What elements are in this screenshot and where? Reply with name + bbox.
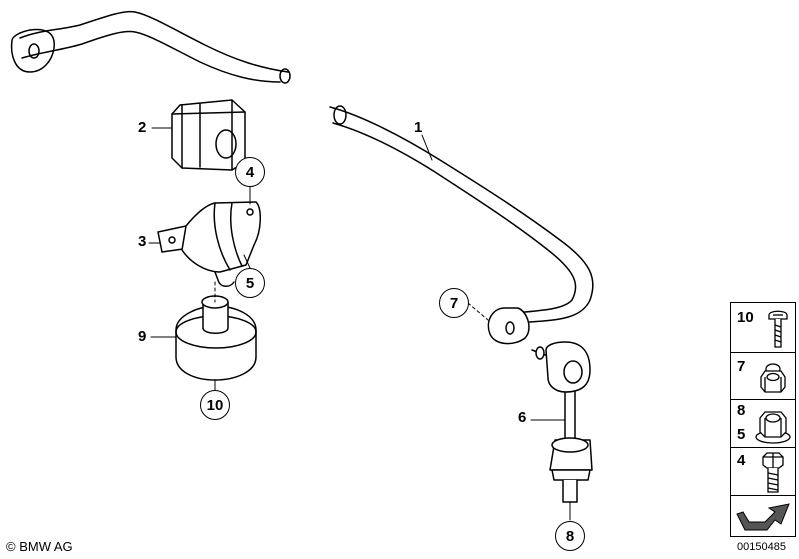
callout-4-circle[interactable]: 4 bbox=[235, 157, 265, 187]
direction-arrow-icon bbox=[736, 503, 790, 531]
callout-4: 4 bbox=[245, 163, 255, 181]
callout-7-circle[interactable]: 7 bbox=[439, 288, 469, 318]
callout-6[interactable]: 6 bbox=[518, 409, 527, 426]
legend-label-7: 7 bbox=[737, 358, 746, 375]
bolt-flanged-icon bbox=[768, 310, 788, 348]
legend-label-5: 5 bbox=[737, 426, 746, 443]
stabilizer-bracket bbox=[157, 201, 261, 287]
legend-label-8: 8 bbox=[737, 402, 746, 419]
callout-5-circle[interactable]: 5 bbox=[235, 268, 265, 298]
callout-9[interactable]: 9 bbox=[138, 328, 147, 345]
flange-nut-icon bbox=[755, 411, 791, 444]
legend-panel-arrow bbox=[730, 495, 796, 537]
legend-panel-hex-bolt: 4 bbox=[730, 447, 796, 496]
image-number: 00150485 bbox=[737, 541, 786, 553]
copyright-text: © BMW AG bbox=[6, 539, 73, 554]
legend-label-10: 10 bbox=[737, 309, 754, 326]
legend-panel-nut: 7 bbox=[730, 352, 796, 400]
callout-10: 10 bbox=[206, 396, 224, 414]
callout-2[interactable]: 2 bbox=[138, 119, 147, 136]
callout-5: 5 bbox=[245, 274, 255, 292]
coupling-rod bbox=[531, 341, 593, 503]
legend-panel-bolt: 10 bbox=[730, 302, 796, 353]
rubber-buffer bbox=[175, 295, 257, 381]
callout-7: 7 bbox=[449, 294, 459, 312]
callout-10-circle[interactable]: 10 bbox=[200, 390, 230, 420]
self-locking-nut-icon bbox=[760, 363, 786, 393]
leader-lines bbox=[148, 127, 571, 521]
stabilizer-bar bbox=[329, 105, 594, 345]
callout-1[interactable]: 1 bbox=[414, 119, 423, 136]
rubber-mount-bushing bbox=[171, 99, 246, 171]
callout-3[interactable]: 3 bbox=[138, 233, 147, 250]
callout-8: 8 bbox=[565, 527, 575, 545]
stabilizer-bar-upper-segment bbox=[10, 10, 291, 84]
legend-label-4: 4 bbox=[737, 452, 746, 469]
callout-8-circle[interactable]: 8 bbox=[555, 521, 585, 551]
legend-panel-flange-nut: 8 5 bbox=[730, 399, 796, 448]
hex-bolt-icon bbox=[762, 452, 784, 493]
